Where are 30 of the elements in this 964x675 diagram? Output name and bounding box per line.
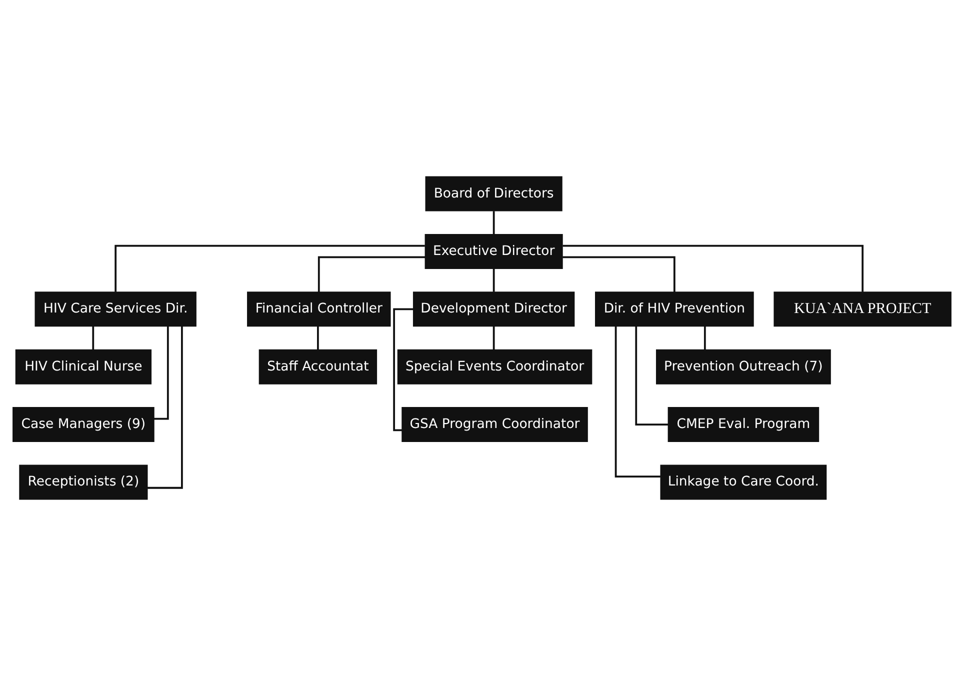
- node-box: Executive Director: [424, 233, 563, 268]
- node-box: Receptionists (2): [19, 464, 148, 500]
- connector: [492, 268, 495, 292]
- node-box: Financial Controller: [247, 291, 391, 326]
- node-box: Board of Directors: [425, 176, 562, 211]
- connector: [114, 244, 425, 292]
- connector: [92, 326, 94, 350]
- node-box: HIV Care Services Dir.: [34, 291, 196, 326]
- node-box: Staff Accountat: [258, 348, 378, 384]
- connector: [614, 326, 660, 477]
- node-box: Case Managers (9): [12, 406, 154, 442]
- connector: [704, 326, 706, 350]
- node-box: Prevention Outreach (7): [656, 348, 831, 384]
- node-box: Special Events Coordinator: [397, 348, 592, 384]
- connector: [635, 326, 668, 425]
- connector: [492, 210, 495, 234]
- connector: [318, 256, 426, 292]
- connector: [317, 326, 319, 350]
- node-box: GSA Program Coordinator: [402, 406, 588, 442]
- node-box: HIV Clinical Nurse: [15, 348, 152, 384]
- connector: [562, 244, 864, 292]
- node-box: CMEP Eval. Program: [668, 406, 820, 442]
- connector: [393, 308, 414, 431]
- connector: [562, 256, 676, 292]
- connector: [148, 326, 183, 488]
- node-box: Development Director: [412, 291, 575, 326]
- node-box: Dir. of HIV Prevention: [595, 291, 754, 326]
- connector: [492, 326, 495, 350]
- node-box: Linkage to Care Coord.: [660, 464, 827, 500]
- node-box: KUA`ANA PROJECT: [774, 291, 952, 326]
